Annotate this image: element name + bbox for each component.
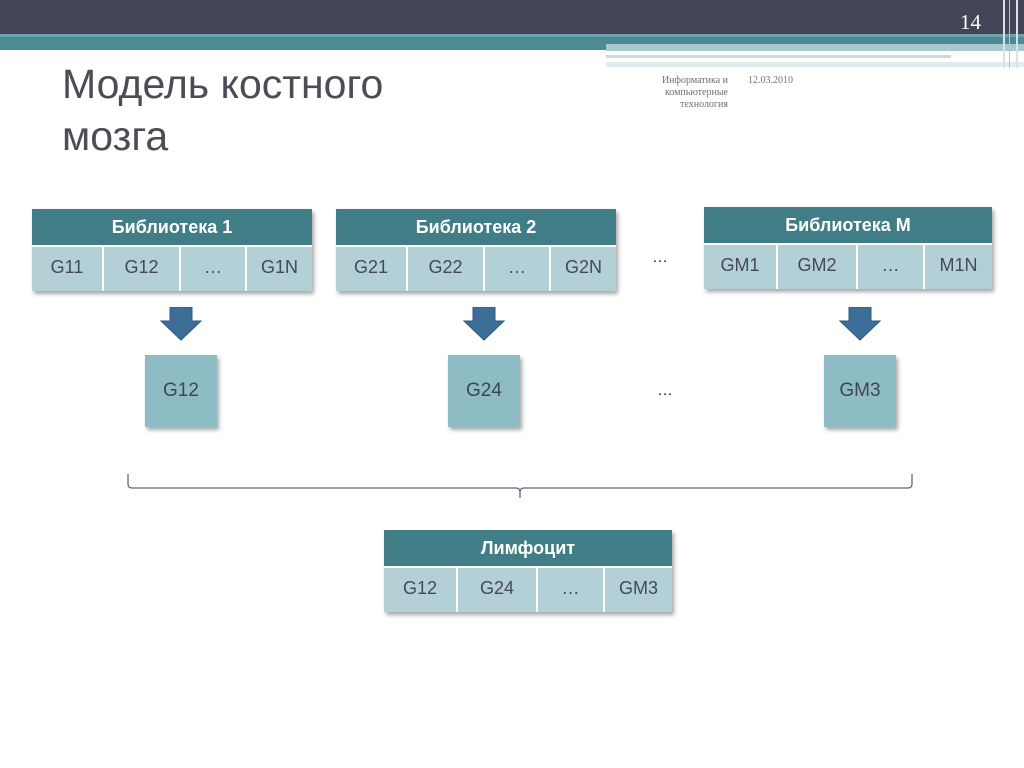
header-stripe (0, 34, 1024, 37)
header-stripe (606, 55, 951, 58)
library-m-title: Библиотека M (704, 207, 992, 245)
gene-cell: G22 (408, 247, 485, 291)
gene-cell: M1N (925, 245, 992, 289)
gene-cell: G24 (458, 568, 538, 612)
library-m-table: Библиотека M GM1 GM2 … M1N (704, 207, 992, 289)
selected-ellipsis: … (657, 382, 673, 399)
library-1-table: Библиотека 1 G11 G12 … G1N (32, 209, 312, 291)
library-1-genes: G11 G12 … G1N (32, 247, 312, 291)
gene-cell: G12 (104, 247, 181, 291)
lymphocyte-table: Лимфоцит G12 G24 … GM3 (384, 530, 672, 612)
selected-gene-box: G12 (145, 355, 217, 427)
selected-gene-box: G24 (448, 355, 520, 427)
brace-connector (127, 474, 913, 498)
footer-text: Информатика и компьютерные технология (661, 75, 728, 110)
gene-cell: G11 (32, 247, 104, 291)
gene-cell: G2N (551, 247, 616, 291)
header-stripe (606, 62, 1024, 67)
gene-cell: GM1 (704, 245, 778, 289)
library-2-table: Библиотека 2 G21 G22 … G2N (336, 209, 616, 291)
library-1-title: Библиотека 1 (32, 209, 312, 247)
gene-cell: G1N (247, 247, 312, 291)
gene-cell: … (485, 247, 551, 291)
down-arrow-icon (463, 307, 505, 341)
libraries-ellipsis: … (652, 249, 668, 266)
header-line (1016, 0, 1018, 68)
selected-gene-box: GM3 (824, 355, 896, 427)
gene-cell: G21 (336, 247, 408, 291)
gene-cell: G12 (384, 568, 458, 612)
slide-title: Модель костного мозга (62, 61, 384, 159)
lymphocyte-title: Лимфоцит (384, 530, 672, 568)
header-line (1009, 0, 1010, 68)
lymphocyte-genes: G12 G24 … GM3 (384, 568, 672, 612)
gene-cell: GM2 (778, 245, 858, 289)
slide-number: 14 (960, 10, 981, 34)
gene-cell: … (538, 568, 605, 612)
down-arrow-icon (839, 307, 881, 341)
down-arrow-icon (160, 307, 202, 341)
gene-cell: GM3 (605, 568, 672, 612)
library-2-genes: G21 G22 … G2N (336, 247, 616, 291)
library-m-genes: GM1 GM2 … M1N (704, 245, 992, 289)
gene-cell: … (858, 245, 925, 289)
gene-cell: … (181, 247, 247, 291)
footer-date: 12.03.2010 (748, 75, 793, 86)
library-2-title: Библиотека 2 (336, 209, 616, 247)
header-bar (0, 0, 1024, 34)
header-line (1003, 0, 1005, 68)
header-stripe (606, 44, 1024, 51)
